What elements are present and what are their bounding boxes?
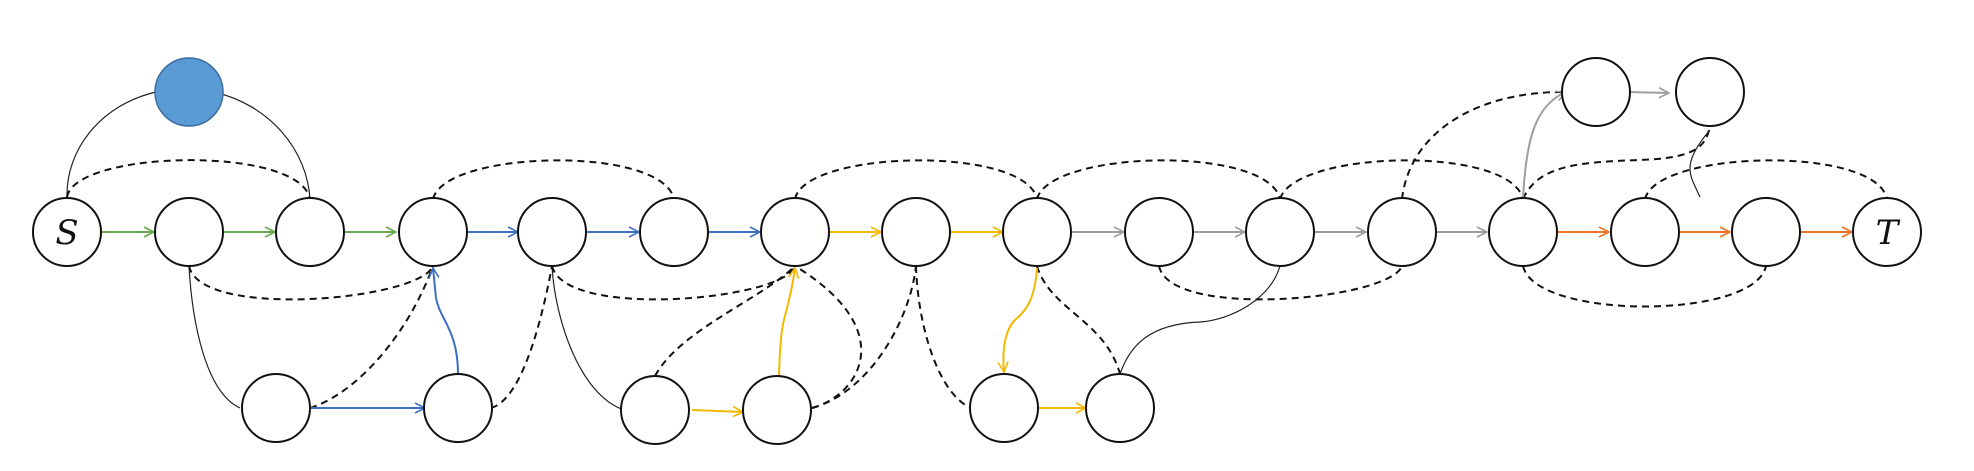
dashed-s-n2	[66, 159, 311, 200]
dashed-n13-n15	[1522, 265, 1767, 308]
node-12	[1488, 197, 1558, 267]
arrow-blue-5	[433, 268, 459, 375]
node-13	[1610, 197, 1680, 267]
dashed-n13-top2	[1522, 118, 1711, 200]
node-bottom-5	[969, 373, 1039, 443]
dashed-n9-n12	[1158, 265, 1403, 301]
node-6	[760, 197, 830, 267]
node-bottom-1	[241, 373, 311, 443]
connector-s-highlight	[66, 91, 157, 198]
node-4	[517, 197, 587, 267]
dashed-n4-n6	[551, 265, 796, 301]
node-14	[1731, 197, 1801, 267]
dashed-b3-n6	[654, 265, 796, 377]
solid-connectors	[66, 91, 1711, 411]
dashed-n14-t	[1644, 159, 1888, 200]
arrow-yellow-4	[778, 268, 795, 377]
dashed-n7-b5	[915, 265, 972, 409]
node-10	[1245, 197, 1315, 267]
arrow-gray-5	[1522, 92, 1566, 200]
node-top-2	[1675, 57, 1745, 127]
dashed-n9-b6	[1036, 265, 1121, 375]
dashed-n11-n13	[1279, 159, 1524, 200]
dashed-n8-n11	[1036, 159, 1281, 200]
highlighted-node	[154, 57, 224, 127]
connector-n12-top2	[1689, 129, 1711, 198]
node-9	[1124, 197, 1194, 267]
node-7	[881, 197, 951, 267]
path-arrows	[101, 92, 1852, 412]
arrow-gray-6	[1628, 92, 1669, 93]
node-t	[1852, 197, 1922, 267]
dashed-n6-n8	[794, 159, 1038, 200]
dashed-n12-top1	[1401, 91, 1563, 200]
node-2	[275, 197, 345, 267]
node-11	[1367, 197, 1437, 267]
target-label: T	[1876, 213, 1901, 253]
node-5	[639, 197, 709, 267]
node-8	[1002, 197, 1072, 267]
dashed-b4-n6	[794, 265, 863, 409]
nodes	[32, 57, 1922, 445]
dashed-n3-n5	[432, 159, 675, 200]
node-bottom-6	[1085, 373, 1155, 443]
node-bottom-4	[742, 375, 812, 445]
node-bottom-3	[620, 375, 690, 445]
arrow-yellow-5	[1003, 267, 1038, 372]
dashed-connectors	[66, 91, 1888, 409]
connector-n11-b6	[1119, 265, 1281, 375]
connector-highlight-n2	[213, 91, 311, 200]
node-3	[398, 197, 468, 267]
dashed-b2-n4	[490, 265, 553, 409]
dashed-n1-n3	[188, 265, 434, 301]
arrow-yellow-3	[691, 410, 743, 412]
source-label: S	[55, 213, 78, 253]
node-1	[154, 197, 224, 267]
node-bottom-2	[423, 373, 493, 443]
connector-n4-b3	[551, 265, 625, 411]
node-top-1	[1561, 57, 1631, 127]
node-s	[32, 197, 102, 267]
connector-n1-b1	[188, 265, 241, 409]
dashed-b4-n7	[811, 265, 917, 409]
dashed-b1-n3	[309, 265, 434, 409]
